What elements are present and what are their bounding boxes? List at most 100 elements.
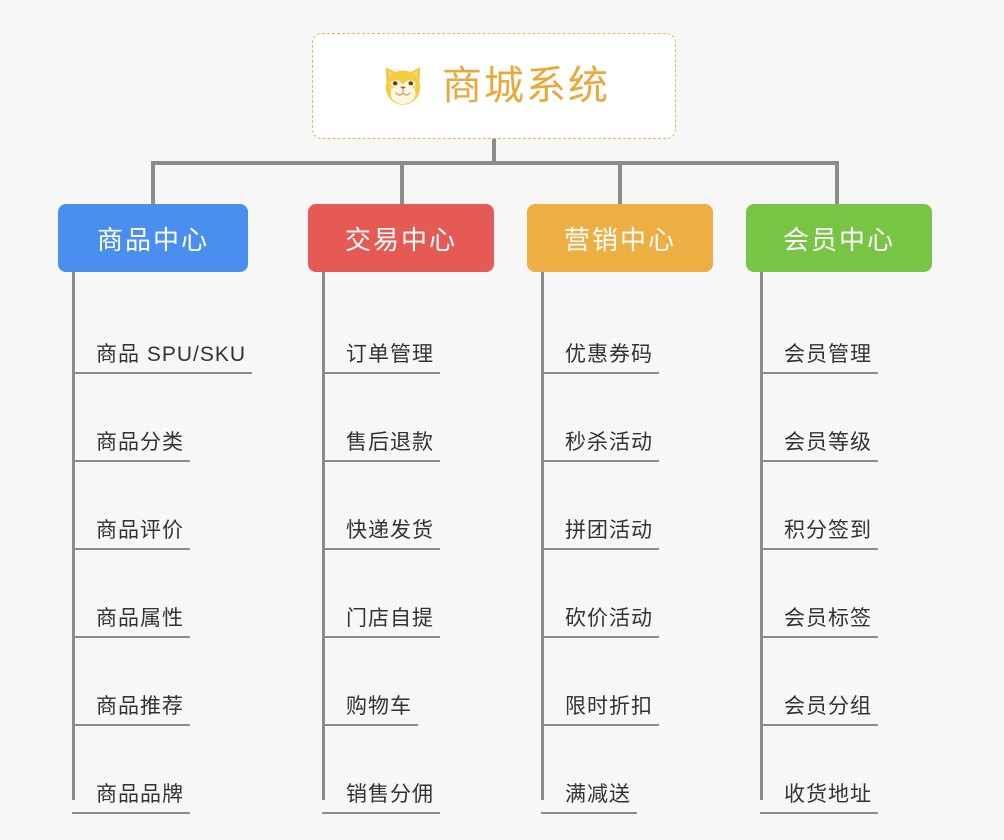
- leaf-label: 砍价活动: [565, 606, 653, 630]
- leaf-label: 优惠券码: [565, 342, 653, 366]
- leaf-spine-1: [322, 272, 325, 800]
- branch-column-2: 营销中心 优惠券码 秒杀活动 拼团活动 砍价活动 限时折扣 满减送: [527, 204, 713, 814]
- leaf-underline: 会员管理: [760, 343, 878, 374]
- leaf-label: 秒杀活动: [565, 430, 653, 454]
- branch-column-0: 商品中心 商品 SPU/SKU 商品分类 商品评价 商品属性 商品推荐 商品品牌: [58, 204, 253, 814]
- leaf-label: 商品品牌: [96, 782, 184, 806]
- leaf-underline: 会员标签: [760, 607, 878, 638]
- leaf-label: 售后退款: [346, 430, 434, 454]
- leaf-label: 商品评价: [96, 518, 184, 542]
- leaf-underline: 门店自提: [322, 607, 440, 638]
- leaf-list-3: 会员管理 会员等级 积分签到 会员标签 会员分组 收货地址: [746, 272, 932, 814]
- leaf-label: 积分签到: [784, 518, 872, 542]
- leaf-underline: 砍价活动: [541, 607, 659, 638]
- connector-drop-1: [151, 161, 155, 206]
- leaf-item[interactable]: 商品评价: [72, 462, 248, 550]
- leaf-underline: 收货地址: [760, 783, 878, 814]
- leaf-item[interactable]: 积分签到: [760, 462, 932, 550]
- leaf-label: 会员管理: [784, 342, 872, 366]
- connector-horizontal-bus: [151, 161, 839, 165]
- leaf-underline: 销售分佣: [322, 783, 440, 814]
- category-label: 营销中心: [563, 224, 676, 255]
- leaf-list-0: 商品 SPU/SKU 商品分类 商品评价 商品属性 商品推荐 商品品牌: [58, 272, 253, 814]
- branch-column-1: 交易中心 订单管理 售后退款 快递发货 门店自提 购物车 销售分佣: [308, 204, 494, 814]
- leaf-item[interactable]: 快递发货: [322, 462, 494, 550]
- leaf-underline: 快递发货: [322, 519, 440, 550]
- leaf-underline: 满减送: [541, 783, 637, 814]
- category-header-1[interactable]: 交易中心: [308, 204, 494, 272]
- leaf-underline: 订单管理: [322, 343, 440, 374]
- connector-drop-2: [400, 161, 404, 206]
- leaf-item[interactable]: 商品推荐: [72, 638, 248, 726]
- connector-drop-3: [618, 161, 622, 206]
- leaf-item[interactable]: 门店自提: [322, 550, 494, 638]
- category-header-2[interactable]: 营销中心: [527, 204, 713, 272]
- leaf-label: 销售分佣: [346, 782, 434, 806]
- leaf-list-2: 优惠券码 秒杀活动 拼团活动 砍价活动 限时折扣 满减送: [527, 272, 713, 814]
- leaf-underline: 积分签到: [760, 519, 878, 550]
- leaf-item[interactable]: 满减送: [541, 726, 713, 814]
- leaf-item[interactable]: 秒杀活动: [541, 374, 713, 462]
- leaf-item[interactable]: 商品属性: [72, 550, 248, 638]
- leaf-underline: 会员分组: [760, 695, 878, 726]
- category-label: 交易中心: [344, 224, 457, 255]
- leaf-item[interactable]: 砍价活动: [541, 550, 713, 638]
- leaf-item[interactable]: 商品品牌: [72, 726, 248, 814]
- leaf-label: 快递发货: [346, 518, 434, 542]
- leaf-label: 拼团活动: [565, 518, 653, 542]
- leaf-item[interactable]: 收货地址: [760, 726, 932, 814]
- leaf-item[interactable]: 售后退款: [322, 374, 494, 462]
- root-title: 商城系统: [442, 64, 610, 108]
- branch-column-3: 会员中心 会员管理 会员等级 积分签到 会员标签 会员分组 收货地址: [746, 204, 932, 814]
- leaf-underline: 商品 SPU/SKU: [72, 342, 253, 374]
- leaf-label: 门店自提: [346, 606, 434, 630]
- leaf-label: 满减送: [565, 782, 631, 806]
- leaf-item[interactable]: 销售分佣: [322, 726, 494, 814]
- shiba-dog-face-icon: [378, 61, 428, 111]
- leaf-list-1: 订单管理 售后退款 快递发货 门店自提 购物车 销售分佣: [308, 272, 494, 814]
- leaf-underline: 商品评价: [72, 519, 190, 550]
- leaf-label: 商品推荐: [96, 694, 184, 718]
- leaf-underline: 拼团活动: [541, 519, 659, 550]
- leaf-underline: 会员等级: [760, 431, 878, 462]
- connector-drop-4: [835, 161, 839, 206]
- leaf-underline: 限时折扣: [541, 695, 659, 726]
- leaf-spine-2: [541, 272, 544, 800]
- leaf-item[interactable]: 会员管理: [760, 286, 932, 374]
- leaf-label: 商品属性: [96, 606, 184, 630]
- leaf-underline: 购物车: [322, 695, 418, 726]
- leaf-item[interactable]: 购物车: [322, 638, 494, 726]
- leaf-label: 会员标签: [784, 606, 872, 630]
- leaf-label: 限时折扣: [565, 694, 653, 718]
- root-node-card[interactable]: 商城系统: [312, 33, 676, 139]
- leaf-item[interactable]: 商品分类: [72, 374, 248, 462]
- leaf-item[interactable]: 限时折扣: [541, 638, 713, 726]
- leaf-item[interactable]: 会员标签: [760, 550, 932, 638]
- category-label: 会员中心: [782, 224, 895, 255]
- connector-root-stem: [492, 139, 496, 163]
- category-label: 商品中心: [96, 224, 209, 255]
- leaf-underline: 商品推荐: [72, 695, 190, 726]
- leaf-spine-3: [760, 272, 763, 800]
- leaf-item[interactable]: 优惠券码: [541, 286, 713, 374]
- leaf-label: 商品分类: [96, 430, 184, 454]
- leaf-label: 收货地址: [784, 782, 872, 806]
- leaf-item[interactable]: 商品 SPU/SKU: [72, 286, 253, 374]
- category-header-0[interactable]: 商品中心: [58, 204, 248, 272]
- leaf-label: 购物车: [346, 694, 412, 718]
- leaf-underline: 秒杀活动: [541, 431, 659, 462]
- leaf-item[interactable]: 会员分组: [760, 638, 932, 726]
- leaf-underline: 商品属性: [72, 607, 190, 638]
- leaf-label: 会员等级: [784, 430, 872, 454]
- leaf-label: 商品 SPU/SKU: [96, 342, 247, 366]
- category-header-3[interactable]: 会员中心: [746, 204, 932, 272]
- leaf-underline: 售后退款: [322, 431, 440, 462]
- leaf-item[interactable]: 订单管理: [322, 286, 494, 374]
- leaf-item[interactable]: 拼团活动: [541, 462, 713, 550]
- leaf-underline: 优惠券码: [541, 343, 659, 374]
- leaf-underline: 商品分类: [72, 431, 190, 462]
- leaf-label: 会员分组: [784, 694, 872, 718]
- leaf-item[interactable]: 会员等级: [760, 374, 932, 462]
- leaf-underline: 商品品牌: [72, 783, 190, 814]
